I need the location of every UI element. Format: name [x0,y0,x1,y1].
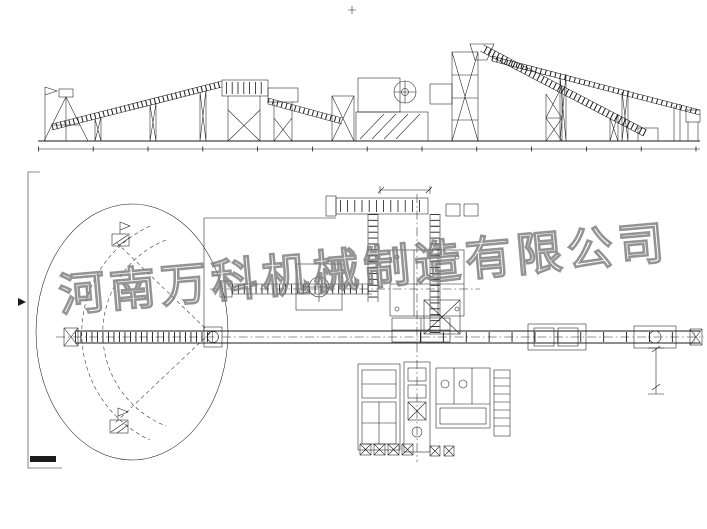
conveyor-incline-right [491,55,701,142]
margin-arrow-icon [18,298,26,306]
screen-footprint [389,249,465,317]
pivot-station [203,326,223,348]
dimension-right [648,345,664,395]
conveyor-cross-plan [232,283,372,295]
elevation-view [38,6,701,152]
stacker-machine-bottom [109,407,129,434]
plan-view [18,171,704,469]
stockpile-ring [35,203,229,461]
head-tower [451,51,479,142]
discharge-chute [469,43,495,61]
conveyor-short-middle [267,97,343,125]
conveyor-vertical-2 [429,214,441,334]
dimension-top [377,186,433,194]
crusher-cluster [331,43,495,142]
scale-bar [30,456,56,462]
plant-block [203,195,479,343]
crusher-footprint [295,263,343,311]
conveyor-incline-main [480,44,659,142]
watermark-text: 河南万科机械制造有限公司 [57,215,671,322]
left-a-frame [43,88,89,142]
stacker-machine-top [111,221,131,247]
head-pulley [689,328,703,346]
left-mast [44,86,58,141]
register-cross-mark [348,6,356,14]
tail-pulley [63,327,79,347]
equipment-room-cluster [357,361,511,457]
screen-platform [221,79,299,142]
frame-border [27,171,62,469]
conveyor-incline-left [51,80,223,142]
foundation-blocks [359,443,455,457]
drive-station-1 [527,323,587,351]
conveyor-main-plan [56,323,704,351]
